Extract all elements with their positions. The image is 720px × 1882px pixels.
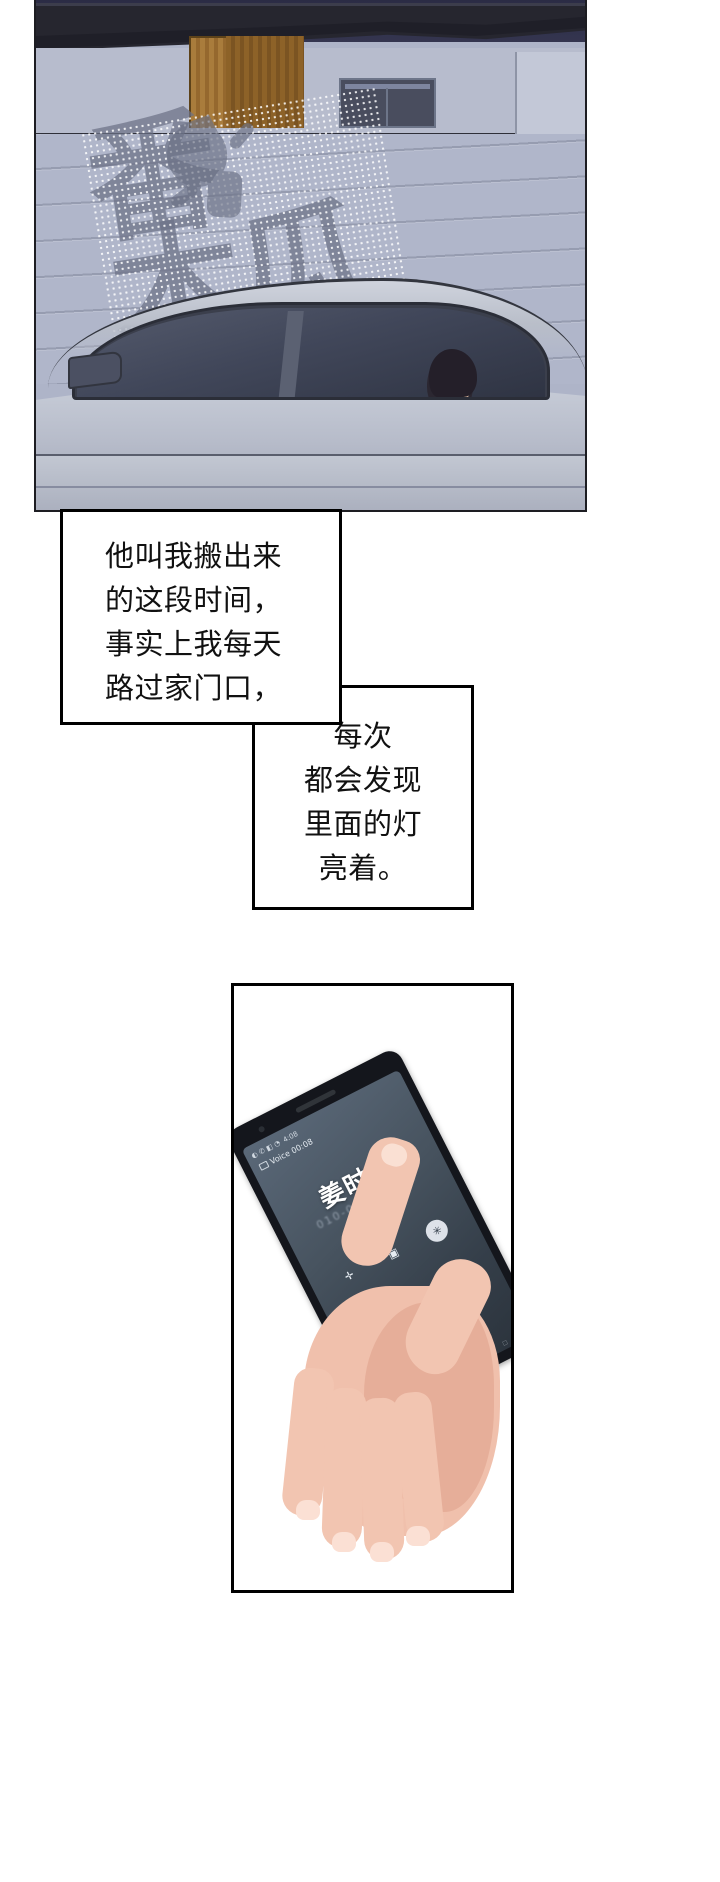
car-hood bbox=[36, 454, 585, 510]
dialogue-text-1: 他叫我搬出来 的这段时间， 事实上我每天 路过家门口， bbox=[105, 539, 283, 705]
front-camera-icon bbox=[257, 1125, 266, 1134]
status-bar-time: 4:08 bbox=[281, 1129, 300, 1145]
upper-wall bbox=[36, 48, 585, 136]
car-hood-crease bbox=[36, 486, 585, 488]
wood-panel-left-shade bbox=[226, 36, 304, 128]
dialogue-box-1: 他叫我搬出来 的这段时间， 事实上我每天 路过家门口， bbox=[60, 509, 342, 725]
fingernail-index bbox=[406, 1526, 430, 1546]
fingernail-little bbox=[296, 1500, 320, 1520]
roof-edge-line bbox=[36, 3, 585, 6]
panel-night-exterior: 番 木瓜 下载 “番木瓜” APP 观看更多作品 bbox=[34, 0, 587, 512]
driver-hand bbox=[303, 399, 337, 400]
car-illustration bbox=[36, 258, 585, 510]
fingernail-ring bbox=[332, 1532, 356, 1552]
house-window bbox=[339, 78, 436, 128]
bluetooth-icon[interactable]: ✳ bbox=[422, 1215, 452, 1246]
driver-arm bbox=[305, 398, 421, 400]
dialogue-text-2: 每次 都会发现 里面的灯 亮着。 bbox=[303, 719, 422, 885]
voice-call-badge-icon bbox=[258, 1160, 270, 1171]
side-mirror bbox=[68, 350, 122, 390]
fingernail-middle bbox=[370, 1542, 394, 1562]
panel-phone-in-hand: ◐ ✆ ◧ ◔ 4:08 Voice 00:08 姜时贤 010-0000-00… bbox=[231, 983, 514, 1593]
driver-hair bbox=[429, 349, 477, 397]
hand-illustration bbox=[252, 1242, 511, 1586]
